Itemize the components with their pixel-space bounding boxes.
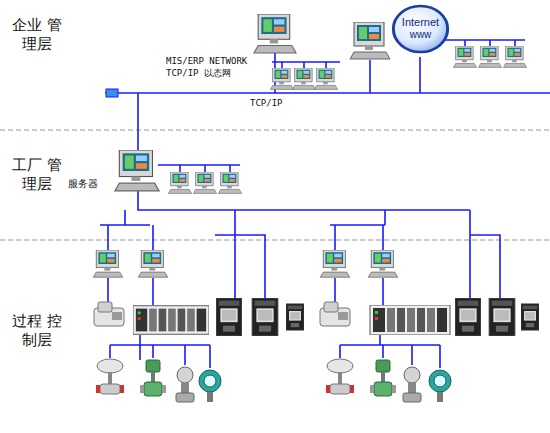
layer-title: 企业 管理层 — [12, 16, 62, 54]
node-title: Internet — [391, 16, 450, 29]
network-label: TCP/IP 以态网 — [166, 68, 231, 79]
layer-title: 工厂 管理层 — [12, 156, 62, 194]
bus-label: TCP/IP — [250, 98, 283, 109]
globe-outline — [391, 4, 450, 54]
layer-title: 过程 控制层 — [12, 312, 62, 350]
server-label: 服务器 — [68, 178, 98, 191]
node-subtitle: www — [391, 29, 450, 41]
globe-ellipse — [393, 6, 447, 52]
internet-globe: Internetwww — [391, 4, 450, 54]
network-label: MIS/ERP NETWORK — [166, 56, 247, 67]
